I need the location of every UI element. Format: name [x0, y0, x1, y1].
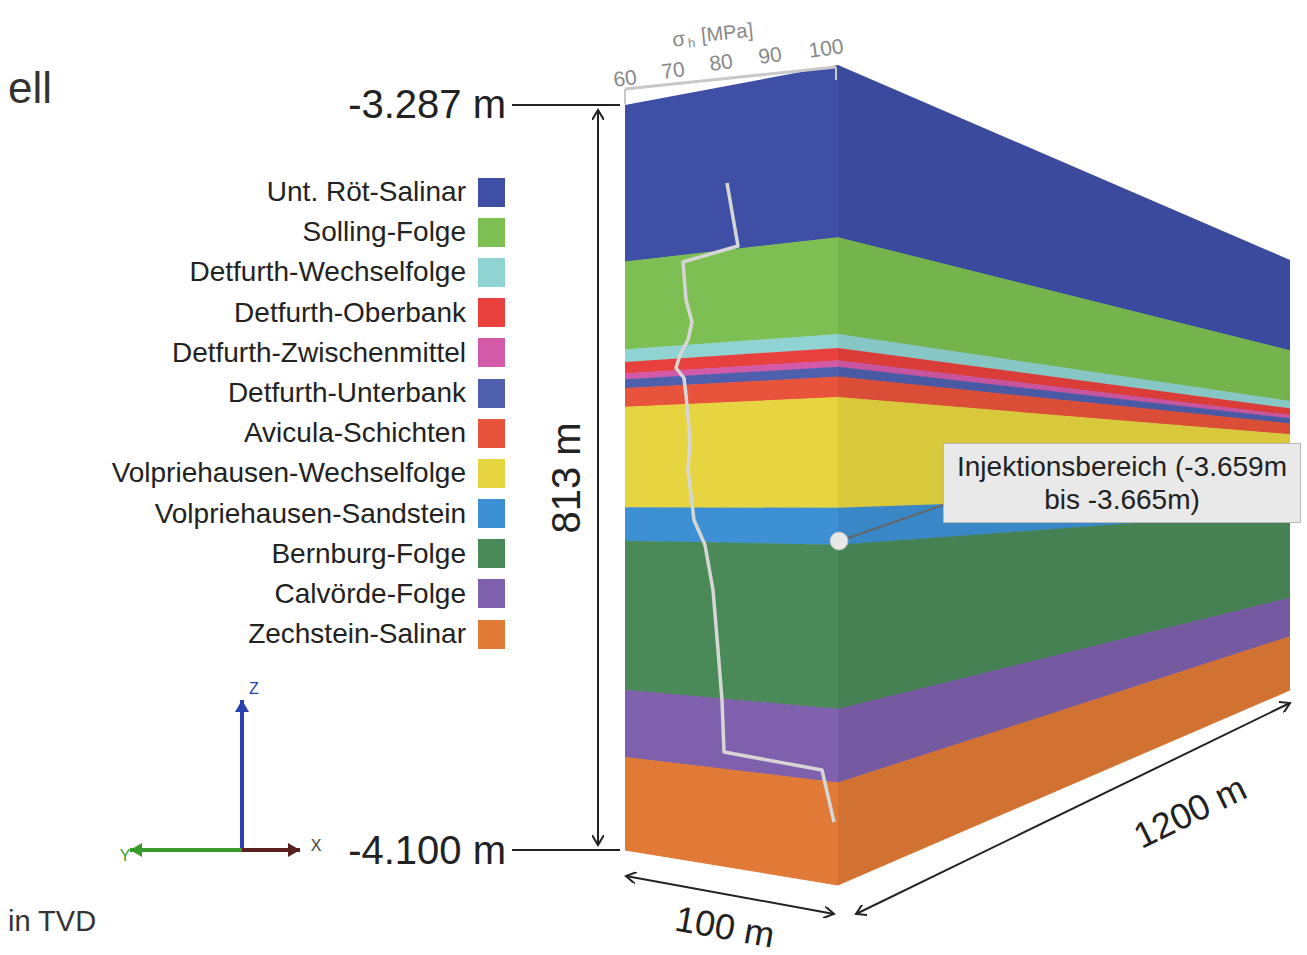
legend-swatch	[478, 620, 505, 649]
legend-swatch	[478, 218, 505, 247]
legend-row: Volpriehausen-Wechselfolge	[112, 453, 505, 493]
legend-swatch	[478, 298, 505, 327]
axis-letter: Y	[120, 847, 131, 865]
dimension-label: 813 m	[544, 422, 588, 533]
depth-tick	[512, 104, 620, 106]
legend-swatch	[478, 459, 505, 488]
legend-text: Calvörde-Folge	[275, 578, 466, 610]
layer-front	[625, 757, 838, 886]
legend-row: Detfurth-Zwischenmittel	[112, 333, 505, 373]
axis-tick-label: 80	[708, 49, 734, 75]
legend-swatch	[478, 579, 505, 608]
legend-swatch	[478, 379, 505, 408]
z-axis	[240, 700, 244, 850]
legend-text: Volpriehausen-Sandstein	[155, 498, 466, 530]
stress-profile	[676, 183, 834, 822]
legend-row: Avicula-Schichten	[112, 413, 505, 453]
callout-box: Injektionsbereich (-3.659m bis -3.665m)	[943, 443, 1301, 523]
leader-line	[848, 504, 946, 538]
y-axis	[130, 848, 242, 852]
legend-swatch	[478, 419, 505, 448]
axis-tick-label: 70	[660, 57, 686, 83]
axis-title-subscript: h	[687, 36, 696, 51]
legend-row: Bernburg-Folge	[112, 534, 505, 574]
legend-swatch	[478, 499, 505, 528]
legend-text: Bernburg-Folge	[271, 538, 466, 570]
legend-row: Solling-Folge	[112, 212, 505, 252]
legend-text: Detfurth-Oberbank	[234, 297, 466, 329]
legend-swatch	[478, 178, 505, 207]
note-fragment: in TVD	[8, 906, 96, 938]
axis-tick-label: 90	[757, 42, 783, 68]
legend-row: Volpriehausen-Sandstein	[112, 494, 505, 534]
title-fragment: ell	[8, 64, 52, 112]
legend-text: Zechstein-Salinar	[248, 618, 466, 650]
depth-tick	[512, 849, 620, 851]
layer-front	[625, 507, 838, 545]
axis-letter: Z	[249, 680, 259, 698]
layer-front	[625, 541, 838, 709]
dimension-arrow	[856, 703, 1290, 914]
legend-swatch	[478, 338, 505, 367]
axis-tick-label: 100	[807, 34, 845, 62]
depth-label: -3.287 m	[348, 82, 506, 126]
callout-text: Injektionsbereich (-3.659m bis -3.665m)	[952, 450, 1292, 516]
legend-text: Solling-Folge	[303, 216, 466, 248]
legend-text: Unt. Röt-Salinar	[267, 176, 466, 208]
legend-text: Detfurth-Zwischenmittel	[172, 337, 466, 369]
legend-text: Detfurth-Unterbank	[228, 377, 466, 409]
axis-letter: X	[311, 837, 322, 855]
axis-tick-label: 60	[612, 65, 638, 91]
legend-row: Unt. Röt-Salinar	[112, 172, 505, 212]
legend-text: Detfurth-Wechselfolge	[190, 256, 467, 288]
stress-axis-tick	[835, 67, 837, 80]
axis-title: σ	[671, 27, 686, 51]
dimension-arrow	[597, 110, 599, 845]
injection-point	[830, 532, 848, 550]
legend-row: Detfurth-Oberbank	[112, 293, 505, 333]
axis-title-unit: [MPa]	[700, 19, 754, 46]
x-axis	[242, 848, 300, 852]
legend-row: Detfurth-Wechselfolge	[112, 252, 505, 292]
stress-axis-tick	[624, 89, 626, 104]
legend-text: Avicula-Schichten	[244, 417, 466, 449]
legend-row: Calvörde-Folge	[112, 574, 505, 614]
layer-front	[625, 397, 838, 508]
layer-front	[625, 65, 838, 262]
layer-front	[625, 237, 838, 350]
legend-swatch	[478, 258, 505, 287]
legend-text: Volpriehausen-Wechselfolge	[112, 457, 466, 489]
legend-swatch	[478, 539, 505, 568]
legend: Unt. Röt-SalinarSolling-FolgeDetfurth-We…	[112, 172, 505, 654]
legend-row: Zechstein-Salinar	[112, 614, 505, 654]
depth-label: -4.100 m	[348, 828, 506, 872]
dimension-label: 100 m	[672, 899, 777, 955]
legend-row: Detfurth-Unterbank	[112, 373, 505, 413]
dimension-label: 1200 m	[1127, 768, 1252, 856]
